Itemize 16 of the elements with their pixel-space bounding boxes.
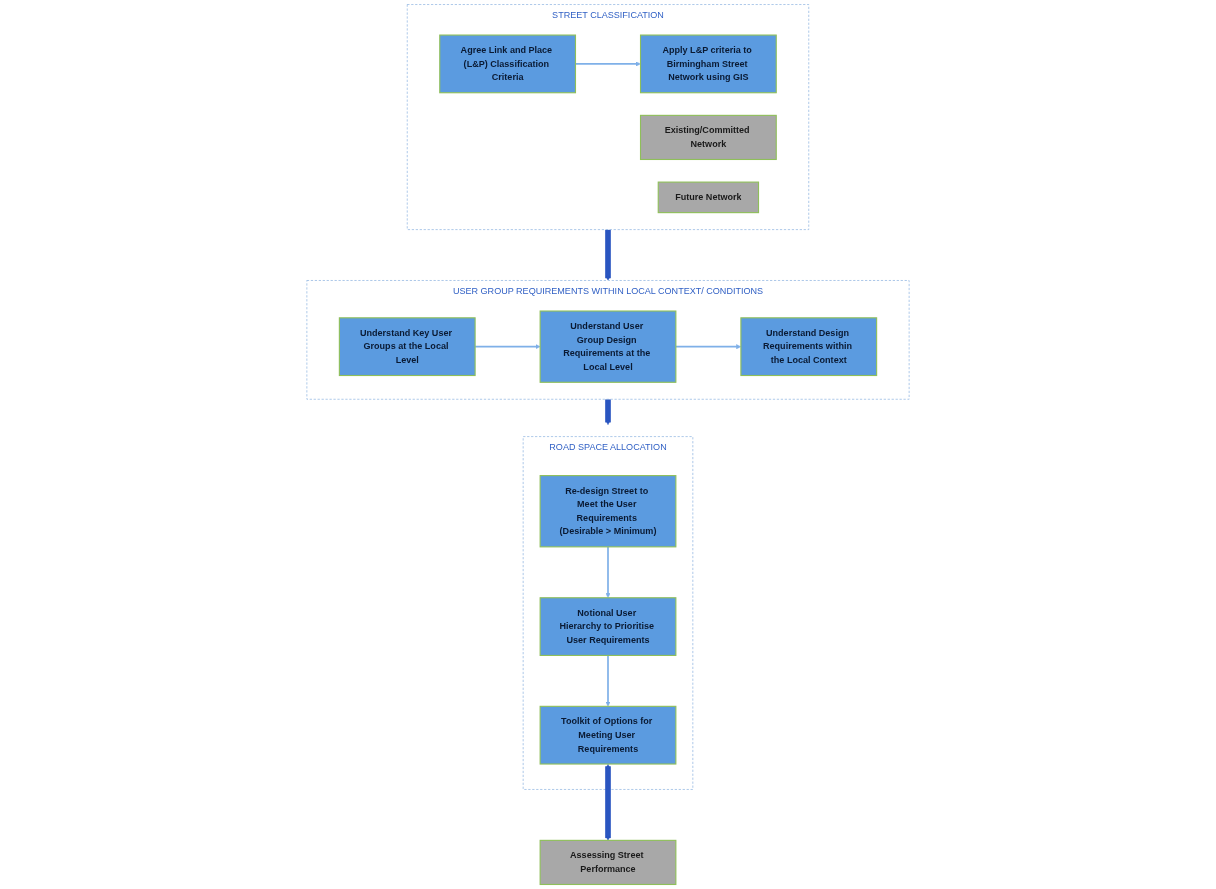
node-box: Future Network (657, 181, 760, 214)
node-box: Understand Key User Groups at the Local Level (338, 317, 476, 377)
node-box: Existing/Committed Network (639, 114, 777, 161)
arrow (605, 229, 611, 281)
node-box: Re-design Street to Meet the User Requirements (Desirable > Minimum) (539, 475, 677, 548)
node-box: Notional User Hierarchy to Prioritise User Requirements (539, 597, 677, 656)
arrow (605, 399, 611, 425)
node-box: Agree Link and Place (L&P) Classification Criteria (439, 34, 577, 94)
node-box: Understand Design Requirements within the Local Context (740, 317, 878, 377)
node-box: Toolkit of Options for Meeting User Requirements (539, 705, 677, 765)
node-box: Assessing Street Performance (539, 839, 677, 886)
node-box: Apply L&P criteria to Birmingham Street Network using GIS (639, 34, 777, 94)
arrow (605, 546, 611, 598)
arrow (605, 654, 611, 707)
arrow (605, 764, 611, 841)
node-box: Understand User Group Design Requirements at the Local Level (539, 310, 677, 383)
